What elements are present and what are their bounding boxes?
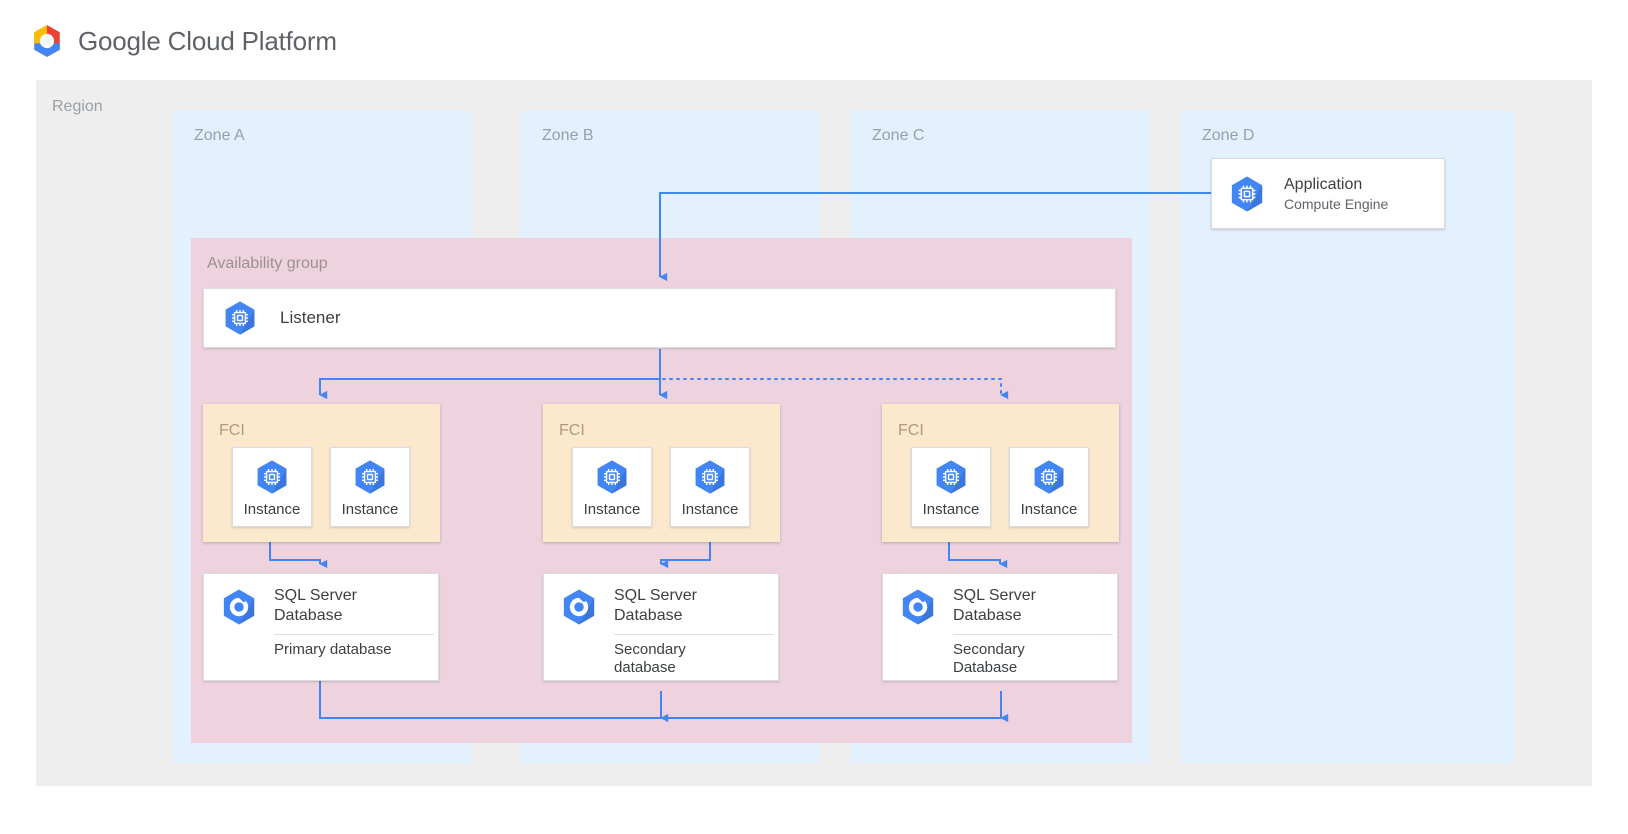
availability-group-label: Availability group — [207, 255, 328, 272]
fci-b-instance-2[interactable]: Instance — [670, 447, 750, 527]
application-text: Application Compute Engine — [1284, 175, 1388, 213]
compute-engine-icon — [695, 460, 725, 494]
divider — [274, 634, 434, 635]
compute-engine-icon — [225, 301, 255, 335]
fci-c-instance-2[interactable]: Instance — [1009, 447, 1089, 527]
sql-server-database-icon — [902, 589, 934, 625]
listener-title: Listener — [280, 308, 341, 327]
fci-group-b: FCI Instance — [543, 404, 780, 542]
compute-engine-icon — [355, 460, 385, 494]
database-b-title-line1: SQL Server — [614, 587, 697, 604]
instance-label: Instance — [1020, 501, 1078, 518]
fci-b-instance-1[interactable]: Instance — [572, 447, 652, 527]
gcp-header: Google Cloud Platform — [28, 22, 337, 60]
divider — [614, 634, 774, 635]
compute-engine-icon — [1231, 176, 1263, 211]
database-a-text: SQL Server Database Primary database — [274, 586, 434, 659]
instance-label: Instance — [341, 501, 399, 518]
divider — [953, 634, 1113, 635]
database-c-inner: SQL Server Database Secondary Database — [883, 574, 1117, 677]
instance-label: Instance — [922, 501, 980, 518]
compute-engine-icon — [936, 460, 966, 494]
zone-a-label: Zone A — [194, 127, 245, 144]
fci-group-c: FCI Instance — [882, 404, 1119, 542]
database-b-role-line1: Secondary — [614, 641, 686, 658]
database-a-role-line1: Primary database — [274, 641, 392, 658]
database-card-c[interactable]: SQL Server Database Secondary Database — [882, 573, 1118, 681]
region-label: Region — [52, 98, 103, 115]
database-c-role-line2: Database — [953, 659, 1018, 676]
fci-a-label: FCI — [219, 422, 245, 439]
database-card-a[interactable]: SQL Server Database Primary database — [203, 573, 439, 681]
instance-label: Instance — [583, 501, 641, 518]
fci-a-instance-2[interactable]: Instance — [330, 447, 410, 527]
application-subtitle: Compute Engine — [1284, 195, 1389, 212]
database-c-title-line1: SQL Server — [953, 587, 1036, 604]
database-b-role-line2: database — [614, 659, 676, 676]
database-c-text: SQL Server Database Secondary Database — [953, 586, 1113, 677]
compute-engine-icon — [257, 460, 287, 494]
database-b-inner: SQL Server Database Secondary database — [544, 574, 778, 677]
application-title: Application — [1284, 175, 1363, 193]
instance-label: Instance — [681, 501, 739, 518]
zone-b-label: Zone B — [542, 127, 594, 144]
fci-a-instance-1[interactable]: Instance — [232, 447, 312, 527]
database-a-title-line1: SQL Server — [274, 587, 357, 604]
fci-b-label: FCI — [559, 422, 585, 439]
fci-group-a: FCI Instance — [203, 404, 440, 542]
fci-c-instance-1[interactable]: Instance — [911, 447, 991, 527]
application-card[interactable]: Application Compute Engine — [1211, 158, 1445, 229]
database-a-inner: SQL Server Database Primary database — [204, 574, 438, 659]
database-card-b[interactable]: SQL Server Database Secondary database — [543, 573, 779, 681]
compute-engine-icon — [1034, 460, 1064, 494]
database-c-title-line2: Database — [953, 607, 1022, 624]
fci-c-label: FCI — [898, 422, 924, 439]
zone-c-label: Zone C — [872, 127, 925, 144]
instance-label: Instance — [243, 501, 301, 518]
database-b-title-line2: Database — [614, 607, 683, 624]
sql-server-database-icon — [563, 589, 595, 625]
database-b-text: SQL Server Database Secondary database — [614, 586, 774, 677]
compute-engine-icon — [597, 460, 627, 494]
zone-d-label: Zone D — [1202, 127, 1255, 144]
database-c-role-line1: Secondary — [953, 641, 1025, 658]
gcp-wordmark: Google Cloud Platform — [78, 25, 337, 56]
google-cloud-logo-icon — [34, 25, 60, 57]
listener-card[interactable]: Listener — [203, 288, 1116, 348]
database-a-title-line2: Database — [274, 607, 343, 624]
sql-server-database-icon — [223, 589, 255, 625]
